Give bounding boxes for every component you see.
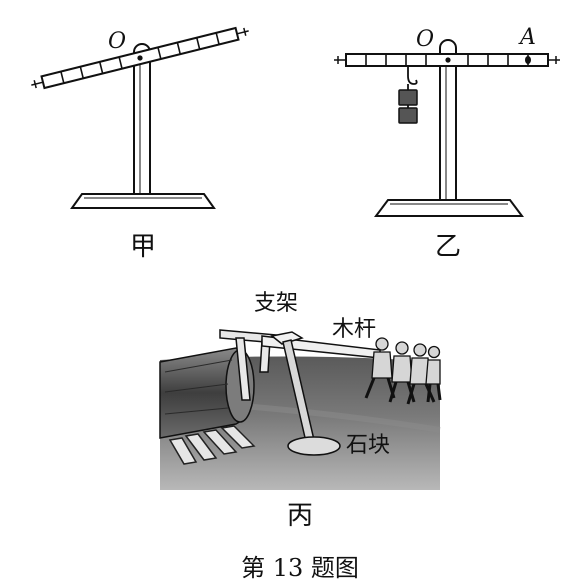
panel-label-bing: 丙 [287,501,313,531]
panel-yi: O A 乙 [334,25,560,262]
pivot-label-jia: O [108,29,126,54]
stand-post-jia [133,43,151,197]
panel-bing: 支架 木杆 石块 丙 [159,291,442,531]
callout-pole: 木杆 [332,317,376,342]
panel-label-yi: 乙 [435,232,461,262]
pivot-label-yi: O [416,27,434,52]
ground-sticks [168,425,256,465]
pivot-point-jia [137,55,143,61]
point-a-label: A [518,25,536,50]
stand-post-yi [439,39,457,205]
stand-base-yi [374,199,524,217]
support-stick [270,331,315,443]
stone [287,436,341,456]
pivot-point-yi [445,57,451,63]
point-a-marker [525,56,531,64]
stand-base-jia [70,193,216,209]
callout-stone: 石块 [346,433,390,458]
lever-bar-jia [31,26,249,90]
workers [364,337,442,405]
panel-jia: O 甲 [31,26,249,262]
callout-support: 支架 [254,291,298,316]
figure-caption: 第 13 题图 [241,554,359,582]
lever-bar-yi [334,53,560,67]
hanging-weights [398,66,418,124]
panel-label-jia: 甲 [130,232,156,262]
